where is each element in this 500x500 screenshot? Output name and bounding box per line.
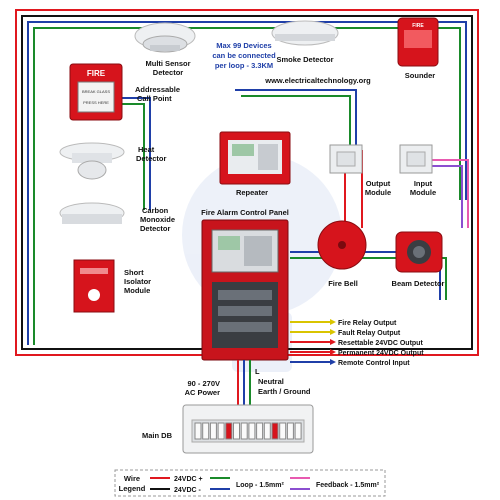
ac-power-label-1: 90 - 270V xyxy=(187,379,220,388)
sounder-fire-text: FIRE xyxy=(412,23,424,29)
panel-label: Fire Alarm Control Panel xyxy=(201,208,289,217)
multi-sensor-label-1: Multi Sensor xyxy=(145,59,190,68)
smoke-detector-label: Smoke Detector xyxy=(276,55,333,64)
call-point-label-1: Addressable xyxy=(135,85,180,94)
breaker xyxy=(256,422,264,440)
smoke-detector: Smoke Detector xyxy=(271,20,339,64)
multi-sensor-detector: Multi Sensor Detector xyxy=(134,22,196,77)
breaker xyxy=(233,422,240,440)
earth-label: Earth / Ground xyxy=(258,387,311,396)
legend-plus: 24VDC + xyxy=(174,476,203,483)
max-devices-line-3: per loop - 3.3KM xyxy=(215,61,273,70)
addressable-call-point: FIRE BREAK GLASS PRESS HERE Addressable … xyxy=(69,63,180,121)
repeater-label: Repeater xyxy=(236,188,268,197)
main-db: Main DB xyxy=(142,404,314,454)
repeater: Repeater xyxy=(219,131,291,197)
isolator-label-3: Module xyxy=(124,286,150,295)
output-arrow xyxy=(330,349,336,355)
heat-detector-label-1: Heat xyxy=(138,145,155,154)
breaker xyxy=(209,422,217,440)
output-label: Fault Relay Output xyxy=(338,330,401,337)
output-module-label-1: Output xyxy=(366,179,391,188)
isolator-label-1: Short xyxy=(124,268,144,277)
breaker xyxy=(240,422,248,440)
fire-bell: Fire Bell xyxy=(317,220,367,288)
input-module-label-2: Module xyxy=(410,188,436,197)
output-module: Output Module xyxy=(329,144,391,197)
website-text: www.electricaltechnology.org xyxy=(264,76,371,85)
output-arrow xyxy=(330,319,336,325)
max-devices-line-1: Max 99 Devices xyxy=(216,41,271,50)
neutral-label: Neutral xyxy=(258,377,284,386)
sounder-label: Sounder xyxy=(405,71,435,80)
multi-sensor-label-2: Detector xyxy=(153,68,184,77)
ac-power-wiring xyxy=(237,360,251,410)
main-db-label: Main DB xyxy=(142,431,173,440)
input-module-label-1: Input xyxy=(414,179,433,188)
output-label: Resettable 24VDC Output xyxy=(338,340,423,347)
output-arrow xyxy=(330,339,336,345)
fire-alarm-control-panel: Fire Alarm Control Panel xyxy=(201,208,289,361)
output-label: Remote Control Input xyxy=(338,360,410,367)
breaker xyxy=(286,422,294,440)
breaker xyxy=(225,422,233,440)
breaker xyxy=(294,422,302,440)
breaker xyxy=(217,422,225,440)
legend-feedback: Feedback - 1.5mm² xyxy=(316,482,380,489)
co-detector-label-3: Detector xyxy=(140,224,171,233)
output-label: Permanent 24VDC Output xyxy=(338,350,424,357)
call-point-text-2: PRESS HERE xyxy=(83,100,109,105)
call-point-fire-text: FIRE xyxy=(87,69,106,78)
breaker xyxy=(263,422,271,440)
output-arrow xyxy=(330,329,336,335)
heat-detector: Heat Detector xyxy=(59,142,167,180)
line-label: L xyxy=(255,367,260,376)
beam-detector: Beam Detector xyxy=(392,231,445,288)
fire-bell-label: Fire Bell xyxy=(328,279,358,288)
breaker xyxy=(248,422,256,440)
legend-legend: Legend xyxy=(119,484,146,493)
breaker xyxy=(194,422,202,440)
co-detector-label-2: Monoxide xyxy=(140,215,175,224)
legend-wire: Wire xyxy=(124,474,140,483)
sounder: FIRE Sounder xyxy=(397,17,439,80)
isolator-label-2: Isolator xyxy=(124,277,151,286)
co-detector-label-1: Carbon xyxy=(142,206,169,215)
breaker xyxy=(271,422,279,440)
breaker xyxy=(279,422,287,440)
legend-loop: Loop - 1.5mm² xyxy=(236,482,285,489)
input-module: Input Module xyxy=(399,144,436,197)
call-point-text-1: BREAK GLASS xyxy=(82,89,110,94)
output-arrow xyxy=(330,359,336,365)
output-label: Fire Relay Output xyxy=(338,320,397,327)
max-devices-note: Max 99 Devices can be connected per loop… xyxy=(212,41,276,70)
output-module-label-2: Module xyxy=(365,188,391,197)
max-devices-line-2: can be connected xyxy=(212,51,276,60)
call-point-label-2: Call Point xyxy=(137,94,172,103)
legend-minus: 24VDC - xyxy=(174,487,202,494)
co-detector: Carbon Monoxide Detector xyxy=(59,202,175,233)
beam-detector-label: Beam Detector xyxy=(392,279,445,288)
short-isolator-module: Short Isolator Module xyxy=(73,259,151,313)
breaker xyxy=(202,422,210,440)
ac-power-label-2: AC Power xyxy=(185,388,221,397)
heat-detector-label-2: Detector xyxy=(136,154,167,163)
wire-legend: Wire Legend 24VDC + 24VDC - Loop - 1.5mm… xyxy=(114,469,386,497)
